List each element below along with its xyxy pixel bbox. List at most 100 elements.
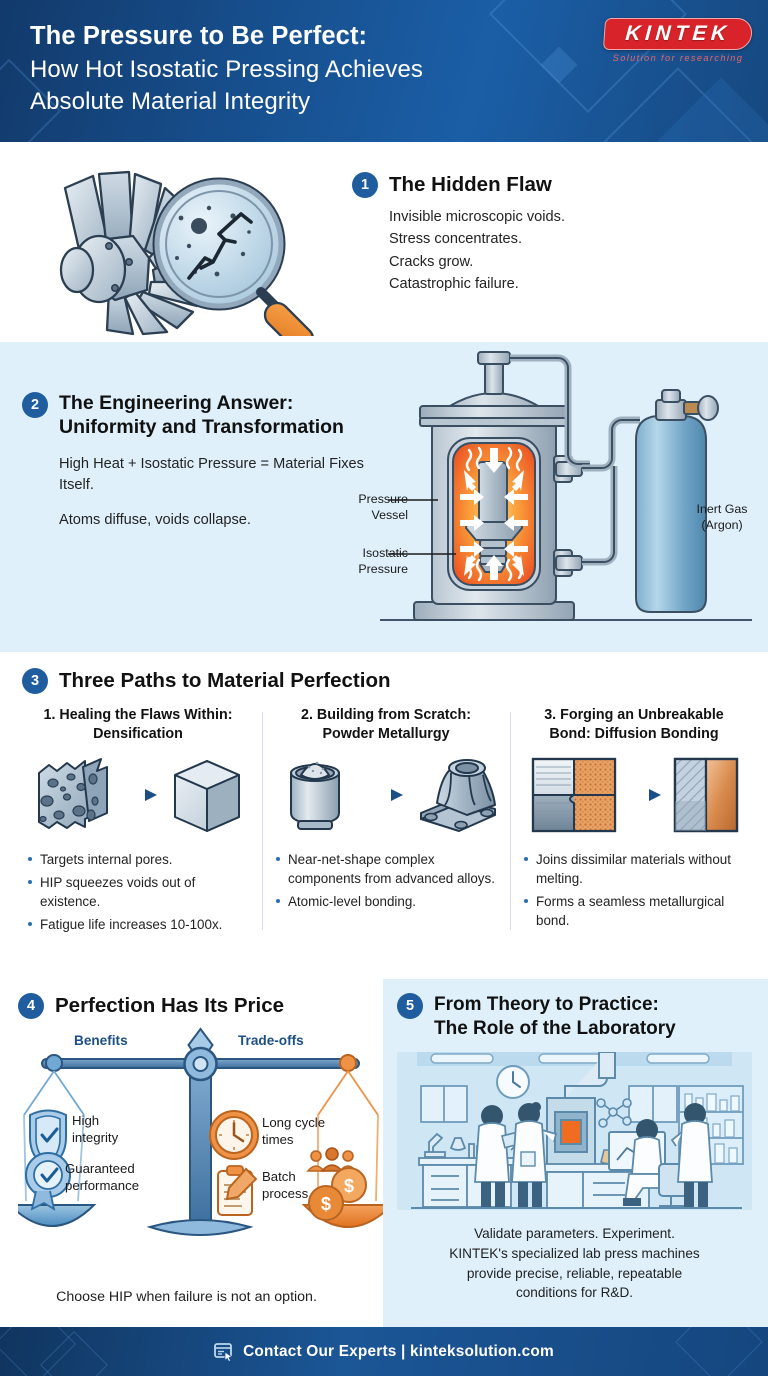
page-title-line-3: Absolute Material Integrity (30, 87, 311, 115)
column3-bullets: Joins dissimilar materials without melti… (519, 850, 749, 930)
footer-contact-text[interactable]: Contact Our Experts | kinteksolution.com (243, 1342, 554, 1360)
section2-number-badge: 2 (22, 392, 48, 418)
label-pressure-vessel-line-1: Pressure (358, 492, 408, 506)
page-title: The Pressure to Be Perfect: How Hot Isos… (0, 0, 610, 118)
tradeoff-item-1-line-2: times (262, 1131, 294, 1147)
section-perfection-price: 4 Perfection Has Its Price (0, 979, 383, 1327)
section2-title: The Engineering Answer: Uniformity and T… (59, 392, 344, 440)
section1-text: 1 The Hidden Flaw Invisible microscopic … (352, 160, 744, 342)
svg-text:$: $ (344, 1176, 354, 1196)
label-isostatic-pressure: Isostatic Pressure (330, 546, 408, 578)
section5-caption-line-4: conditions for R&D. (515, 1285, 634, 1301)
section2-body-line-2: Atoms diffuse, voids collapse. (59, 512, 251, 529)
section-hidden-flaw: 1 The Hidden Flaw Invisible microscopic … (0, 142, 768, 342)
svg-text:$: $ (321, 1194, 331, 1214)
section4-title: Perfection Has Its Price (55, 994, 285, 1017)
section-engineering-answer: 2 The Engineering Answer: Uniformity and… (0, 342, 768, 652)
footer-bar[interactable]: Contact Our Experts | kinteksolution.com (0, 1327, 768, 1376)
header-banner: The Pressure to Be Perfect: How Hot Isos… (0, 0, 768, 142)
column3-bullet-2: Forms a seamless metallurgical bond. (523, 892, 749, 930)
section1-title: The Hidden Flaw (389, 173, 552, 196)
column1-heading-line-1: 1. Healing the Flaws Within: (43, 707, 233, 723)
column2-bullet-1: Near-net-shape complex components from a… (275, 850, 501, 888)
section1-line-3: Cracks grow. (389, 253, 474, 270)
page-title-line-2: How Hot Isostatic Pressing Achieves (30, 55, 423, 83)
tradeoff-item-1-line-1: Long cycle (262, 1115, 326, 1130)
turbine-blades-with-magnifier-icon (22, 160, 352, 342)
section1-line-2: Stress concentrates. (389, 231, 523, 248)
column3-heading-line-1: 3. Forging an Unbreakable (544, 707, 724, 723)
porous-cube-to-solid-cube-icon (23, 752, 253, 838)
section1-line-4: Catastrophic failure. (389, 275, 519, 292)
benefit-item-1: High integrity (72, 1113, 118, 1146)
kintek-logo[interactable]: KINTEK Solution for researching (602, 18, 754, 63)
section4-number-badge: 4 (18, 993, 44, 1019)
label-inert-gas-line-1: Inert Gas (696, 502, 748, 516)
section1-line-1: Invisible microscopic voids. (389, 209, 565, 225)
powder-canister-to-part-icon (271, 752, 501, 838)
section-three-paths: 3 Three Paths to Material Perfection 1. … (0, 652, 768, 979)
section5-caption-line-3: provide precise, reliable, repeatable (466, 1265, 683, 1281)
section3-number-badge: 3 (22, 668, 48, 694)
section1-body: Invisible microscopic voids. Stress conc… (389, 206, 744, 295)
section2-body-line-1: High Heat + Isostatic Pressure = Materia… (59, 455, 364, 494)
section2-text: 2 The Engineering Answer: Uniformity and… (22, 392, 382, 531)
label-pressure-vessel-line-2: Vessel (371, 507, 408, 522)
column2-bullets: Near-net-shape complex components from a… (271, 850, 501, 911)
column2-bullet-2: Atomic-level bonding. (275, 892, 501, 911)
hip-vessel-diagram: Pressure Vessel Isostatic Pressure Inert… (352, 344, 768, 636)
tradeoff-item-2-line-1: Batch (262, 1169, 296, 1184)
paths-columns: 1. Healing the Flaws Within: Densificati… (0, 706, 768, 938)
column3-heading-line-2: Bond: Diffusion Bonding (549, 726, 719, 743)
section3-title: Three Paths to Material Perfection (59, 669, 391, 692)
section2-title-line-2: Uniformity and Transformation (59, 415, 344, 438)
page-title-line-1: The Pressure to Be Perfect: (30, 22, 368, 50)
section5-heading: 5 From Theory to Practice: The Role of t… (397, 993, 752, 1040)
section4-footnote: Choose HIP when failure is not an option… (56, 1289, 317, 1305)
tradeoff-item-2-line-2: process (262, 1185, 309, 1201)
column1-heading: 1. Healing the Flaws Within: Densificati… (23, 706, 253, 746)
path-column-powder-metallurgy: 2. Building from Scratch: Powder Metallu… (262, 706, 510, 938)
benefit-item-1-line-1: High (72, 1113, 100, 1128)
section-theory-to-practice: 5 From Theory to Practice: The Role of t… (383, 979, 768, 1327)
section-4-and-5-row: 4 Perfection Has Its Price (0, 979, 768, 1327)
label-isostatic-pressure-line-2: Pressure (358, 561, 408, 576)
contact-card-cursor-icon (214, 1342, 234, 1362)
section3-heading: 3 Three Paths to Material Perfection (0, 668, 768, 694)
path-column-densification: 1. Healing the Flaws Within: Densificati… (14, 706, 262, 938)
section5-caption-line-1: Validate parameters. Experiment. (474, 1226, 675, 1242)
column1-heading-line-2: Densification (93, 726, 183, 743)
laboratory-scene-icon (397, 1052, 752, 1211)
section5-number-badge: 5 (397, 993, 423, 1019)
section5-caption: Validate parameters. Experiment. KINTEK'… (397, 1224, 752, 1303)
logo-badge: KINTEK (602, 18, 754, 50)
dissimilar-materials-bonding-icon (519, 752, 749, 838)
footer-diamond-decoration-3 (675, 1327, 763, 1376)
label-isostatic-pressure-line-1: Isostatic (362, 546, 408, 560)
column2-heading: 2. Building from Scratch: Powder Metallu… (271, 706, 501, 746)
section1-heading: 1 The Hidden Flaw (352, 172, 744, 198)
label-pressure-vessel: Pressure Vessel (336, 492, 408, 524)
pan-label-benefits: Benefits (74, 1033, 128, 1048)
column2-heading-line-1: 2. Building from Scratch: (301, 707, 471, 723)
column1-bullet-1: Targets internal pores. (27, 850, 253, 869)
logo-tagline: Solution for researching (612, 53, 744, 63)
section1-number-badge: 1 (352, 172, 378, 198)
section5-title-line-2: The Role of the Laboratory (434, 1017, 676, 1039)
column3-heading: 3. Forging an Unbreakable Bond: Diffusio… (519, 706, 749, 746)
section2-heading: 2 The Engineering Answer: Uniformity and… (22, 392, 382, 440)
benefit-item-1-line-2: integrity (72, 1129, 119, 1145)
section5-title: From Theory to Practice: The Role of the… (434, 993, 676, 1040)
benefit-item-2-line-1: Guaranteed (65, 1161, 135, 1176)
column1-bullet-3: Fatigue life increases 10-100x. (27, 915, 253, 934)
benefit-item-2-line-2: performance (65, 1177, 140, 1193)
section2-body: High Heat + Isostatic Pressure = Materia… (59, 454, 382, 531)
tradeoff-item-2: Batch process (262, 1169, 308, 1202)
label-inert-gas-line-2: (Argon) (701, 517, 743, 532)
tradeoff-item-1: Long cycle times (262, 1115, 325, 1148)
benefits-tradeoffs-scale: $ $ Benefits Trade-offs High integrity G… (18, 1023, 383, 1251)
label-inert-gas: Inert Gas (Argon) (682, 502, 762, 534)
logo-wordmark: KINTEK (624, 22, 732, 45)
section5-caption-line-2: KINTEK's specialized lab press machines (449, 1245, 700, 1261)
